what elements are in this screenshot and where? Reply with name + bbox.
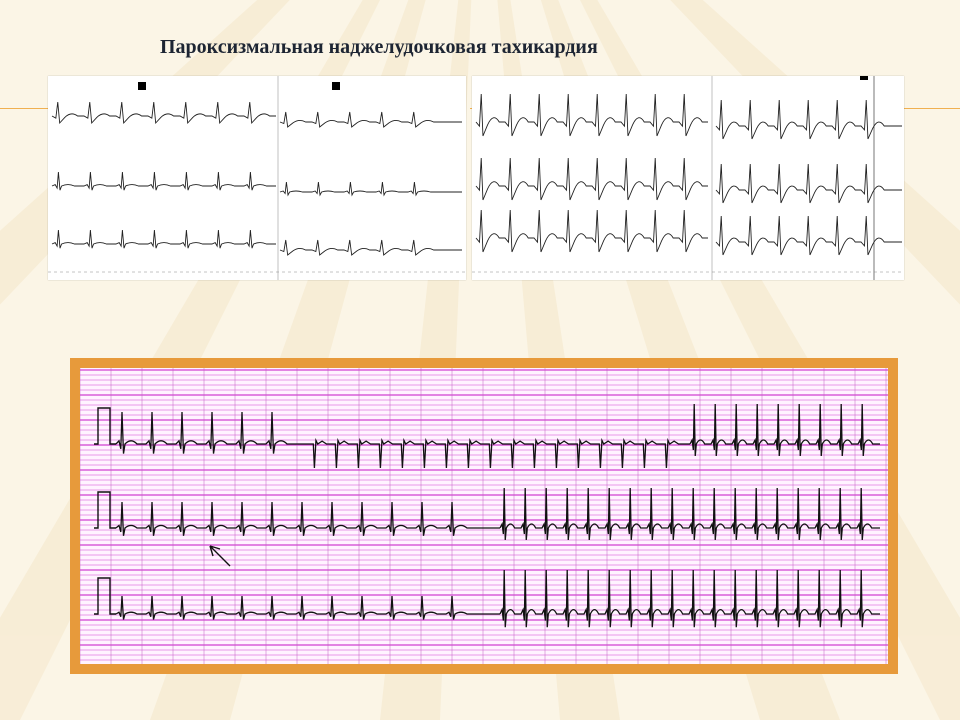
rhythm-strip <box>80 368 888 664</box>
ecg-tracing-chest-leads <box>472 76 904 280</box>
ecg-tracing-limb-leads-icon <box>48 76 466 280</box>
arrow-icon <box>209 545 231 567</box>
ecg-tracing-limb-leads <box>48 76 466 280</box>
rhythm-strip-frame <box>70 358 898 674</box>
decorative-line <box>0 108 50 109</box>
ecg-tracing-chest-leads-icon <box>472 76 904 280</box>
ecg-rhythm-strip-icon <box>80 368 888 664</box>
slide-title: Пароксизмальная наджелудочковая тахикард… <box>160 36 598 58</box>
